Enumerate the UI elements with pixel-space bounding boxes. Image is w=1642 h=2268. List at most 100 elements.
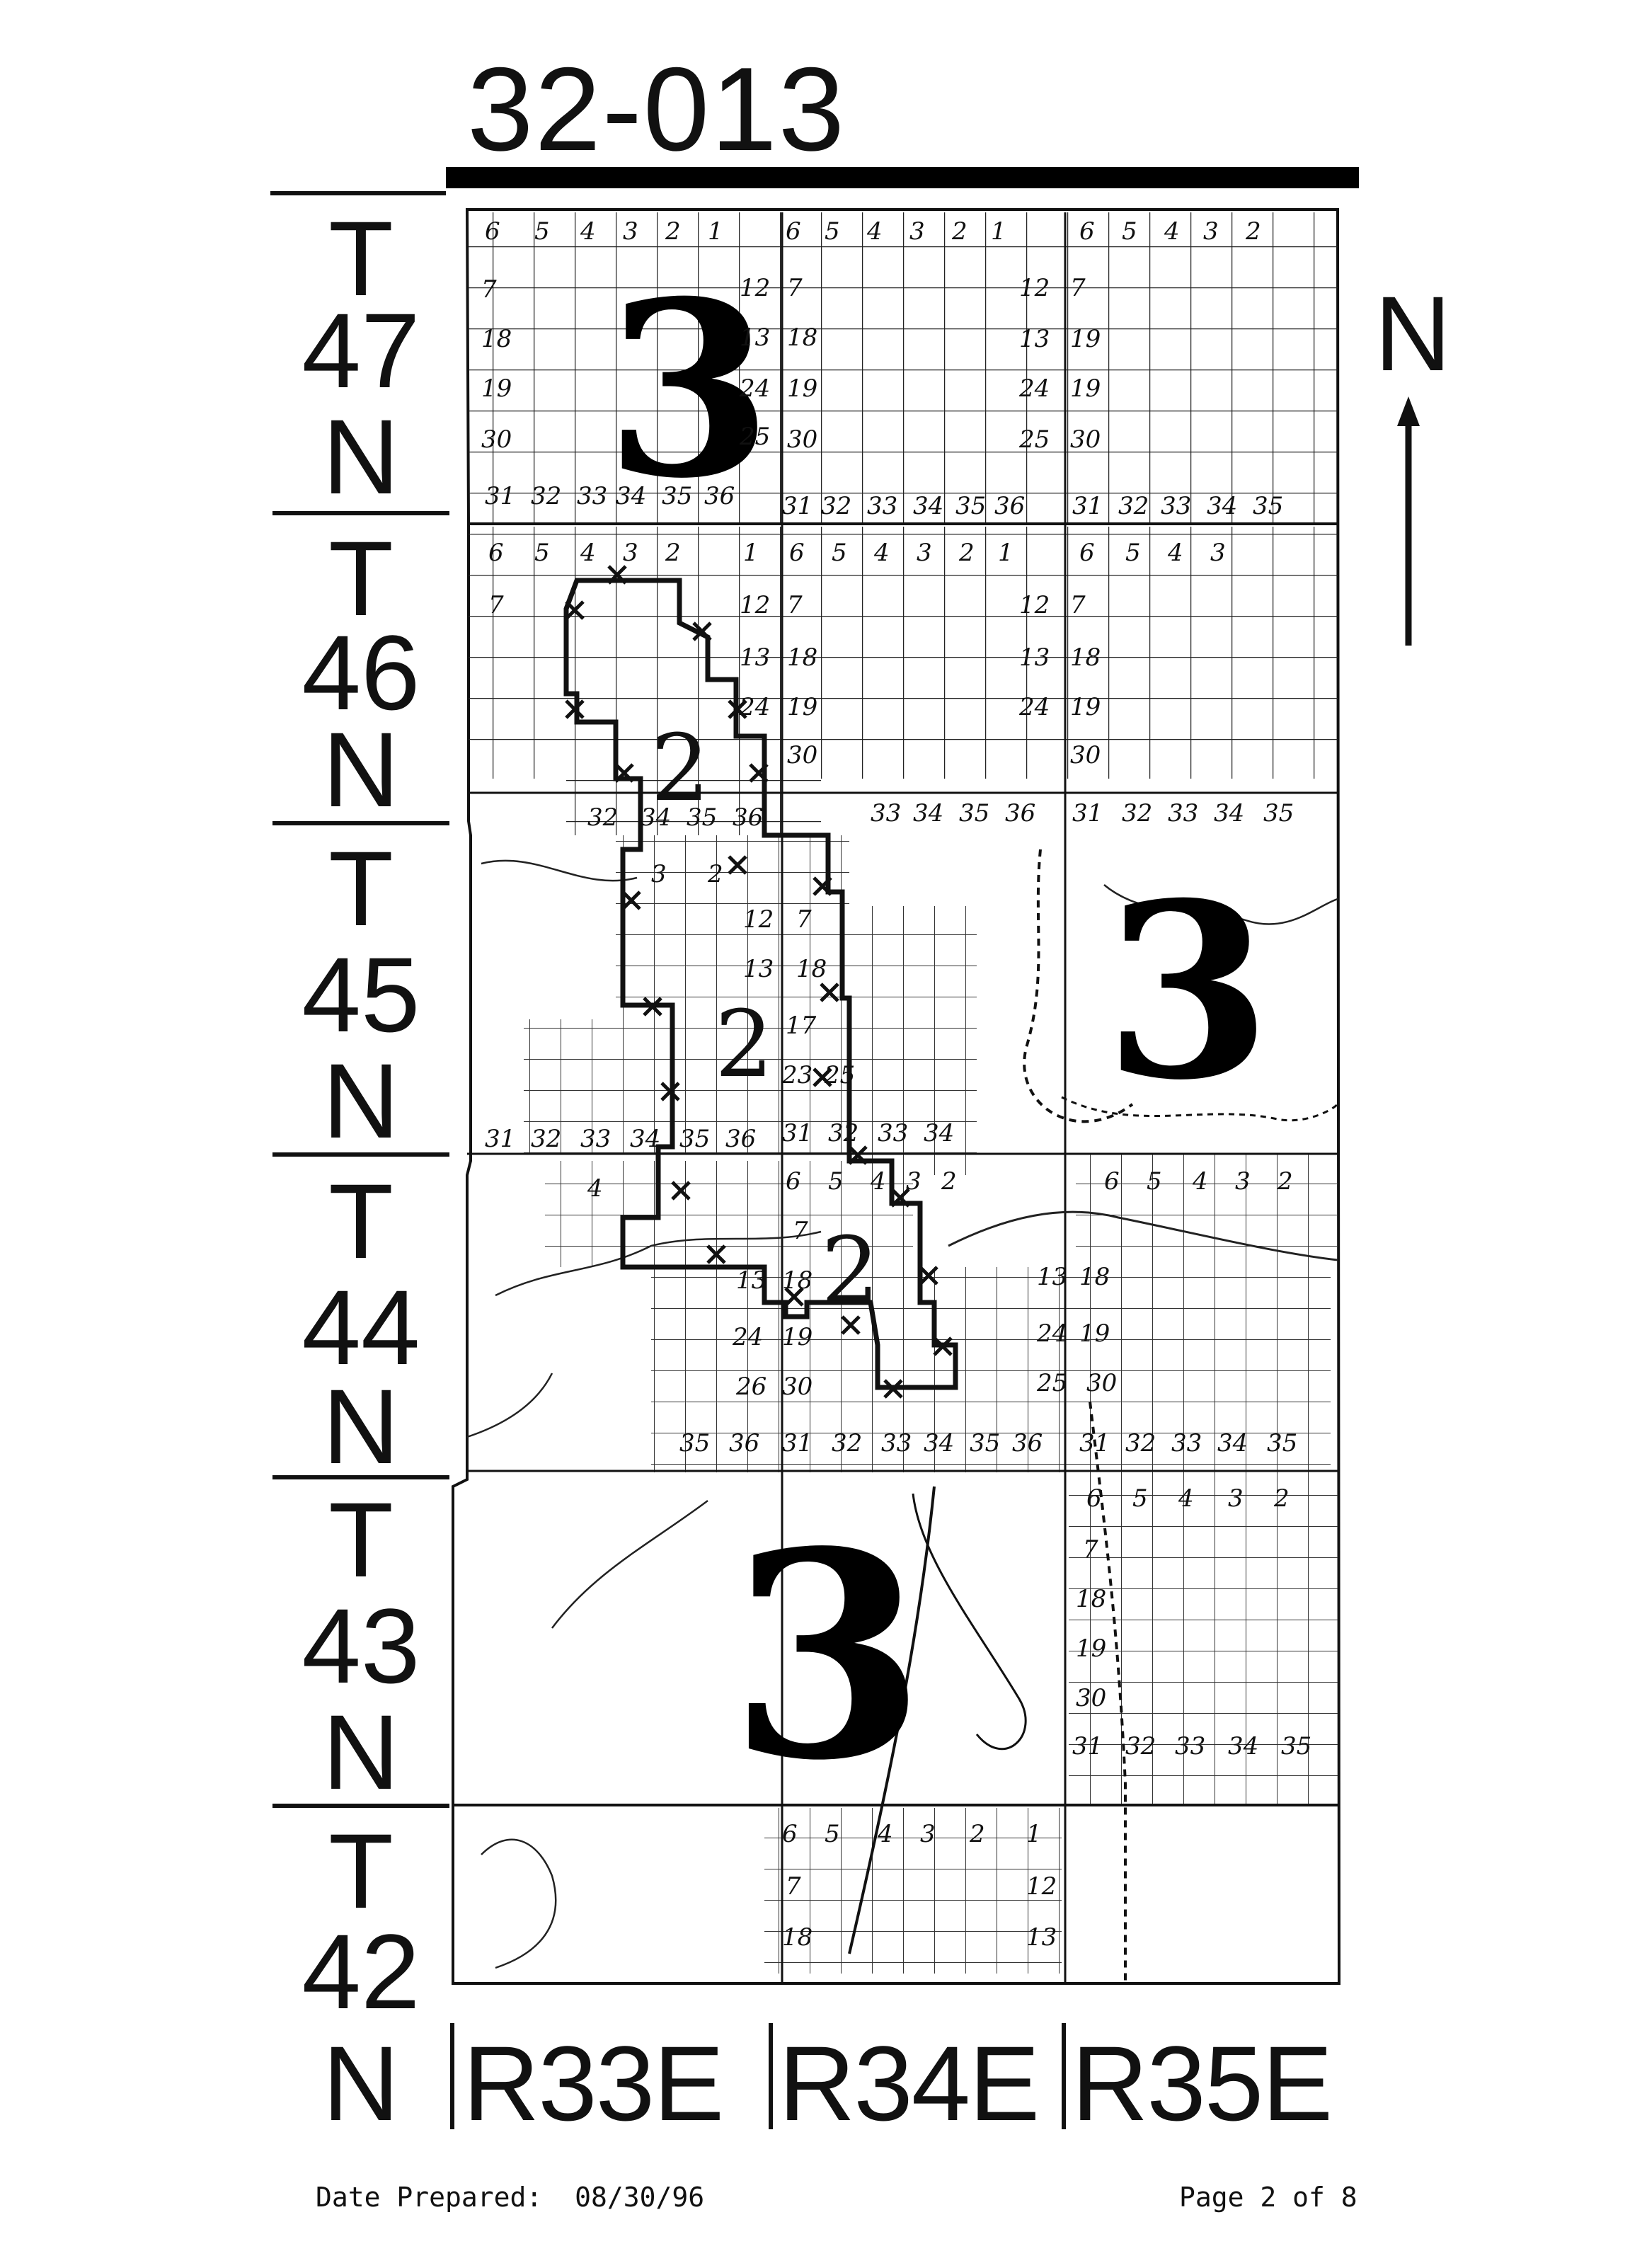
township-divider [272, 511, 449, 515]
section-label: 36 [704, 482, 735, 510]
section-label: 33 [577, 482, 607, 510]
township-label-number: 47 [302, 291, 420, 410]
section-label: 34 [616, 482, 646, 510]
section-label: 19 [1070, 325, 1101, 353]
section-label: 33 [1175, 1732, 1205, 1760]
section-label: 5 [825, 217, 840, 246]
section-label: 31 [1072, 799, 1103, 827]
section-label: 17 [786, 1012, 817, 1040]
section-label: 6 [789, 539, 805, 567]
township-label-n: N [322, 1367, 400, 1486]
grid-t47n [469, 212, 1338, 524]
section-label: 35 [959, 799, 989, 827]
section-label: 34 [913, 799, 943, 827]
range-divider [450, 2023, 454, 2129]
section-label: 3 [917, 539, 932, 567]
section-label: 7 [787, 591, 803, 619]
section-label: 3 [906, 1167, 922, 1196]
date-label: Date Prepared: [316, 2182, 543, 2213]
range-divider [1062, 2023, 1066, 2129]
section-label: 5 [825, 1820, 840, 1848]
section-label: 31 [485, 482, 515, 510]
section-label: 13 [740, 323, 770, 352]
section-label: 32 [828, 1119, 859, 1147]
section-label: 34 [924, 1429, 954, 1457]
section-label: 30 [1086, 1369, 1117, 1397]
section-label: 5 [1122, 217, 1137, 246]
section-label: 4 [1192, 1167, 1208, 1196]
section-label: 2 [969, 1820, 985, 1848]
grid-t42n [764, 1808, 1062, 1974]
section-label: 2 [665, 539, 681, 567]
section-label: 4 [873, 539, 890, 567]
section-label: 32 [531, 482, 561, 510]
section-label: 23 [781, 1061, 813, 1089]
grid-t45n-east [849, 906, 977, 1175]
section-label: 31 [485, 1125, 515, 1153]
date-prepared: Date Prepared: 08/30/96 [316, 2182, 704, 2213]
section-label: 25 [1018, 425, 1050, 454]
section-label: 36 [733, 803, 763, 832]
township-label-t: T [328, 1162, 394, 1281]
township-divider [272, 1804, 449, 1808]
title-bar-thick [446, 167, 1359, 188]
section-label: 33 [881, 1429, 912, 1457]
section-label: 24 [739, 693, 770, 721]
township-label-number: 42 [302, 1912, 420, 2031]
section-label: 24 [1036, 1319, 1067, 1348]
section-label: 19 [787, 374, 817, 403]
township-label-number: 43 [302, 1586, 420, 1705]
section-label: 35 [1253, 492, 1283, 520]
section-label: 5 [1132, 1484, 1148, 1513]
section-label: 2 [1245, 217, 1261, 246]
boundary-x-markers [565, 565, 953, 1399]
grid-t44n-east [1076, 1154, 1338, 1267]
section-label: 13 [1026, 1923, 1057, 1952]
section-label: 18 [1079, 1263, 1110, 1291]
section-label: 33 [871, 799, 901, 827]
section-label: 36 [1012, 1429, 1043, 1457]
section-label: 13 [1037, 1263, 1067, 1291]
section-label: 3 [909, 217, 925, 246]
section-label: 13 [743, 955, 774, 983]
zone-label: 2 [821, 1217, 880, 1324]
section-label: 32 [1122, 799, 1152, 827]
zone-label: 3 [605, 249, 773, 532]
section-label: 1 [708, 217, 723, 246]
section-label: 36 [994, 492, 1025, 520]
section-label: 18 [782, 1923, 813, 1952]
section-label: 35 [970, 1429, 1000, 1457]
section-label: 2 [958, 539, 975, 567]
section-label: 5 [828, 1167, 844, 1196]
section-label: 2 [941, 1167, 957, 1196]
section-label: 6 [786, 1167, 801, 1196]
section-label: 30 [1070, 741, 1101, 769]
section-label: 5 [534, 539, 550, 567]
zone-label: 3 [729, 1490, 926, 1823]
section-label: 18 [787, 643, 817, 672]
township-label-n: N [322, 397, 400, 516]
township-label-number: 46 [302, 613, 420, 732]
arrow-up-icon [1397, 396, 1420, 646]
section-label: 5 [1147, 1167, 1162, 1196]
section-label: 7 [786, 1872, 801, 1901]
section-label: 32 [1118, 492, 1149, 520]
section-label: 6 [488, 539, 504, 567]
section-label: 34 [1207, 492, 1237, 520]
township-divider [272, 1152, 449, 1157]
section-label: 3 [1235, 1167, 1251, 1196]
range-label-r33e: R33E [463, 2024, 724, 2143]
section-label: 31 [782, 1429, 813, 1457]
section-label: 32 [832, 1429, 862, 1457]
section-label: 12 [740, 591, 770, 619]
section-label: 6 [1104, 1167, 1120, 1196]
grid-t46n [469, 527, 1338, 779]
section-label: 34 [913, 492, 943, 520]
section-label: 2 [951, 217, 968, 246]
section-label: 2 [1277, 1167, 1293, 1196]
section-label: 31 [1072, 492, 1103, 520]
section-label: 30 [782, 1373, 813, 1401]
section-label: 1 [1026, 1820, 1042, 1848]
section-label: 34 [1217, 1429, 1248, 1457]
